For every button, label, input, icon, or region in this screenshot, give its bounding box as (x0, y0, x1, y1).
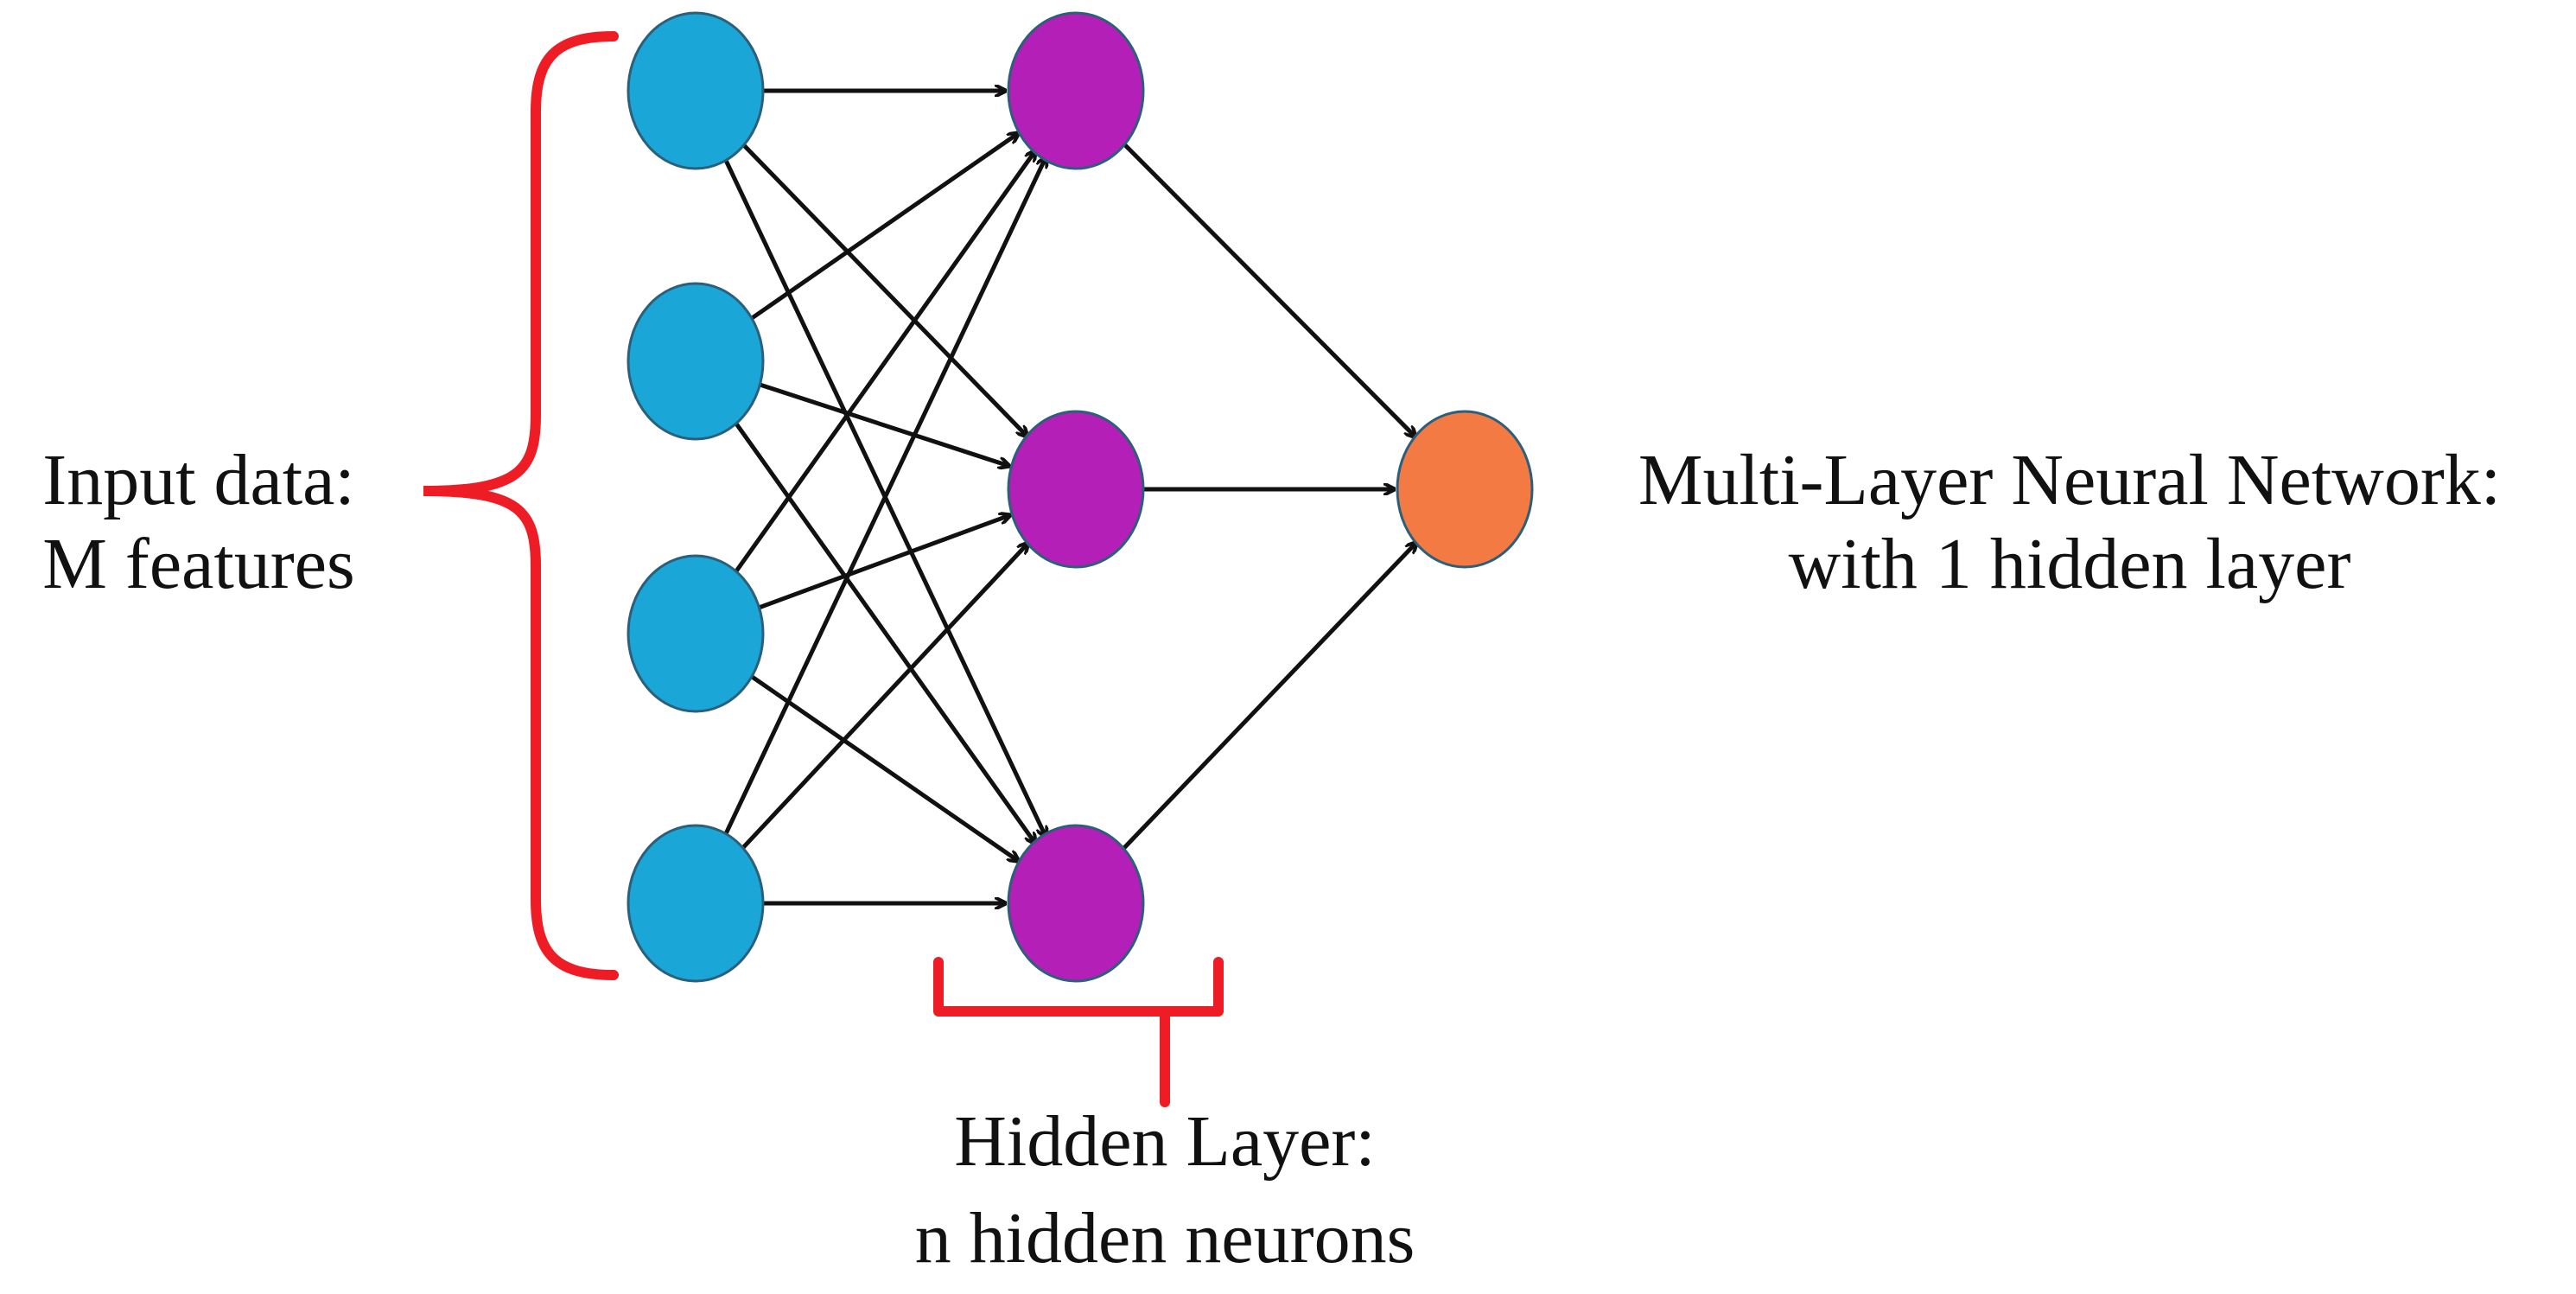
input-node-2 (627, 282, 765, 441)
edge-input-1-hidden-2 (739, 141, 1027, 437)
edge-input-3-hidden-3 (747, 672, 1018, 861)
connections (722, 91, 1416, 903)
hidden-node-2 (1007, 410, 1145, 569)
hidden-node-3 (1007, 824, 1145, 983)
hidden-label-line1: Hidden Layer: (954, 1101, 1375, 1182)
edge-input-4-hidden-1 (722, 157, 1046, 840)
input-node-3 (627, 554, 765, 713)
edge-hidden-3-output-1 (1119, 543, 1416, 853)
input-bracket (423, 31, 619, 980)
edge-input-3-hidden-2 (756, 515, 1009, 610)
hidden-node-1 (1007, 11, 1145, 170)
edge-hidden-1-output-1 (1120, 140, 1415, 437)
network-label-line2: with 1 hidden layer (1789, 524, 2351, 604)
input-label-line1: Input data: (42, 440, 355, 520)
input-node-4 (627, 824, 765, 983)
nodes (627, 11, 1534, 983)
hidden-layer-bracket (933, 957, 1224, 1107)
output-node-1 (1396, 410, 1534, 569)
edge-input-4-hidden-2 (738, 544, 1028, 852)
network-label-line1: Multi-Layer Neural Network: (1638, 440, 2501, 520)
edge-input-2-hidden-3 (731, 418, 1035, 844)
edge-input-2-hidden-1 (747, 133, 1018, 322)
edge-input-3-hidden-1 (731, 151, 1035, 577)
hidden-label-line2: n hidden neurons (915, 1198, 1415, 1278)
edge-input-2-hidden-2 (757, 382, 1008, 466)
input-label-line2: M features (42, 524, 355, 604)
input-node-1 (627, 11, 765, 170)
